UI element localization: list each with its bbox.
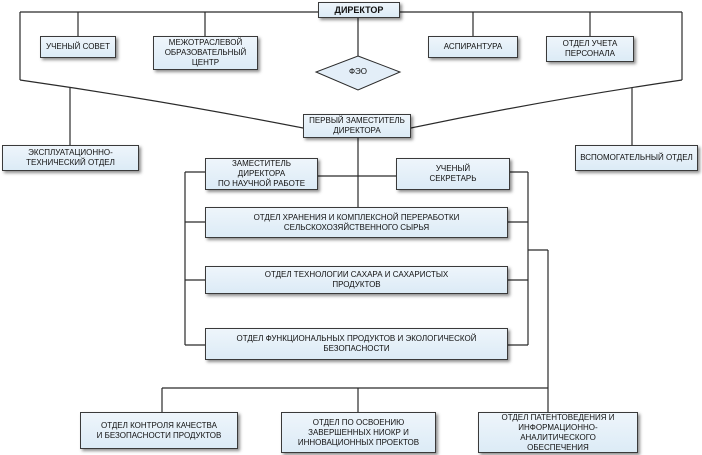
- auxiliary-dept-box: ВСПОМОГАТЕЛЬНЫЙ ОТДЕЛ: [575, 145, 698, 171]
- patent-dept-box: ОТДЕЛ ПАТЕНТОВЕДЕНИЯ И ИНФОРМАЦИОННО-АНА…: [478, 412, 638, 453]
- postgraduate-box: АСПИРАНТУРА: [428, 36, 518, 58]
- deputy-science-box: ЗАМЕСТИТЕЛЬ ДИРЕКТОРА ПО НАУЧНОЙ РАБОТЕ: [205, 158, 318, 190]
- quality-dept-box: ОТДЕЛ КОНТРОЛЯ КАЧЕСТВА И БЕЗОПАСНОСТИ П…: [80, 412, 238, 449]
- first-deputy-box: ПЕРВЫЙ ЗАМЕСТИТЕЛЬ ДИРЕКТОРА: [303, 114, 411, 138]
- storage-dept-box: ОТДЕЛ ХРАНЕНИЯ И КОМПЛЕКСНОЙ ПЕРЕРАБОТКИ…: [205, 207, 508, 238]
- functional-dept-box: ОТДЕЛ ФУНКЦИОНАЛЬНЫХ ПРОДУКТОВ И ЭКОЛОГИ…: [205, 328, 508, 360]
- operations-dept-box: ЭКСПЛУАТАЦИОННО- ТЕХНИЧЕСКИЙ ОТДЕЛ: [2, 145, 139, 171]
- feo-label: ФЭО: [348, 67, 368, 76]
- feo-diamond: [314, 55, 402, 91]
- scientific-secretary-box: УЧЕНЫЙ СЕКРЕТАРЬ: [396, 158, 510, 190]
- rd-dept-box: ОТДЕЛ ПО ОСВОЕНИЮ ЗАВЕРШЕННЫХ НИОКР И ИН…: [281, 412, 436, 453]
- academic-council-box: УЧЕНЫЙ СОВЕТ: [40, 36, 116, 58]
- interdept-center-box: МЕЖОТРАСЛЕВОЙ ОБРАЗОВАТЕЛЬНЫЙ ЦЕНТР: [153, 36, 258, 70]
- personnel-box: ОТДЕЛ УЧЕТА ПЕРСОНАЛА: [546, 36, 634, 62]
- director-box: ДИРЕКТОР: [318, 2, 400, 18]
- sugar-dept-box: ОТДЕЛ ТЕХНОЛОГИИ САХАРА И САХАРИСТЫХ ПРО…: [205, 266, 508, 294]
